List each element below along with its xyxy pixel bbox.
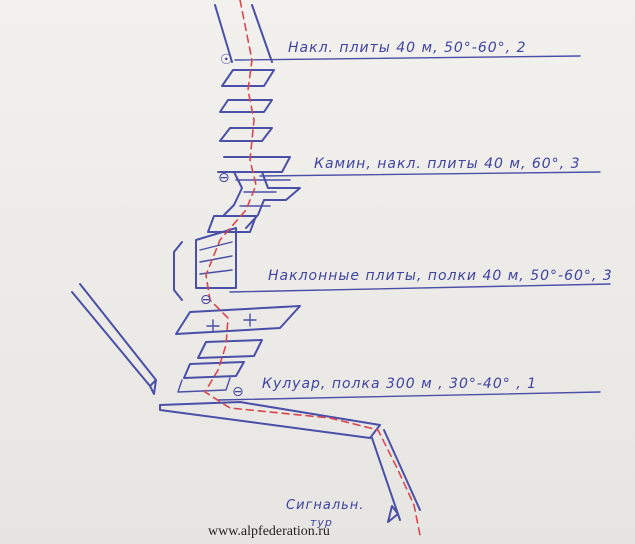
chimney-bottom-slab	[207, 215, 257, 233]
signal-cairn-caption-2: тур	[310, 516, 333, 529]
leader-line-2	[259, 171, 601, 177]
approach-arrow	[71, 283, 157, 395]
pitch-marker-1: ☉	[220, 52, 234, 68]
pitch-marker-3: ⊖	[200, 292, 213, 308]
signal-cairn-caption: Сигнальн.	[286, 498, 365, 513]
slab-1	[221, 69, 275, 87]
step-3	[177, 377, 231, 393]
lower-couloir-band	[371, 429, 421, 521]
source-credit: www.alpfederation.ru	[208, 524, 330, 539]
couloir-ledge	[159, 401, 381, 439]
step-1	[197, 339, 263, 359]
wall-block	[195, 227, 237, 289]
wall-block-hatching	[199, 241, 233, 275]
section-label-4: Кулуар, полка 300 м , 30°-40° , 1	[262, 376, 537, 392]
leader-line-3	[229, 283, 611, 293]
section-label-2: Камин, накл. плиты 40 м, 60°, 3	[314, 156, 581, 172]
leader-line-4	[217, 391, 601, 401]
plus-slab	[175, 305, 301, 335]
section-label-1: Накл. плиты 40 м, 50°-60°, 2	[288, 40, 527, 56]
section-label-3: Наклонные плиты, полки 40 м, 50°-60°, 3	[268, 268, 613, 284]
chimney-top-slab	[217, 156, 291, 173]
step-2	[183, 361, 245, 379]
slab-3	[219, 127, 273, 142]
plus-marks	[206, 313, 257, 333]
pitch-marker-4: ⊖	[232, 384, 245, 400]
cairn-marker	[387, 505, 399, 523]
top-couloir-band	[214, 4, 273, 63]
climbing-route-line	[203, 0, 421, 536]
pitch-marker-2: ⊖	[218, 170, 231, 186]
leader-line-1	[234, 55, 581, 61]
wall-bracket	[173, 241, 183, 301]
chimney-ledges	[235, 179, 291, 207]
slab-2	[219, 99, 273, 113]
